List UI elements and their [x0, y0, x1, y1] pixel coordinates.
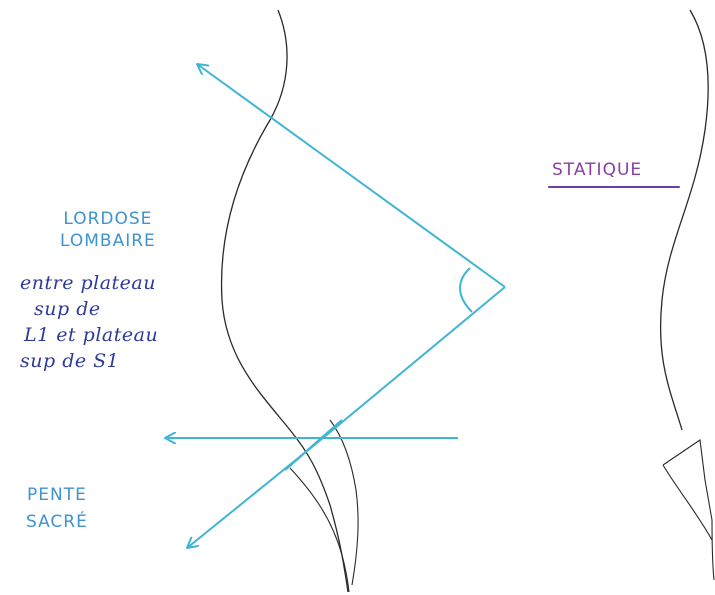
- sacral-plateau-line: [285, 420, 342, 470]
- lordose-desc-line-4: sup de S1: [20, 348, 158, 374]
- spine-anterior-outline: [290, 468, 349, 592]
- lordose-desc-line-2: sup de: [20, 296, 158, 322]
- lordose-lower-line: [323, 287, 505, 438]
- sacrum-right-outline: [663, 440, 714, 580]
- lordose-lombaire-label: LORDOSE LOMBAIRE: [60, 208, 156, 252]
- lordose-title-line-2: LOMBAIRE: [60, 230, 156, 252]
- statique-title: STATIQUE: [552, 160, 642, 180]
- spine-right-outline: [661, 10, 709, 430]
- lordose-description: entre plateau sup de L1 et plateau sup d…: [20, 270, 158, 374]
- lordose-desc-line-3: L1 et plateau: [20, 322, 158, 348]
- sacrum-front-outline: [330, 420, 358, 585]
- lordose-title-line-1: LORDOSE: [60, 208, 156, 230]
- lordose-angle-arc: [460, 268, 472, 312]
- statique-underline: [548, 186, 680, 188]
- pente-sacree-label: PENTE SACRÉ: [26, 482, 88, 536]
- pente-title-line-1: PENTE: [26, 482, 88, 509]
- lordose-desc-line-1: entre plateau: [20, 270, 158, 296]
- pente-title-line-2: SACRÉ: [26, 509, 88, 536]
